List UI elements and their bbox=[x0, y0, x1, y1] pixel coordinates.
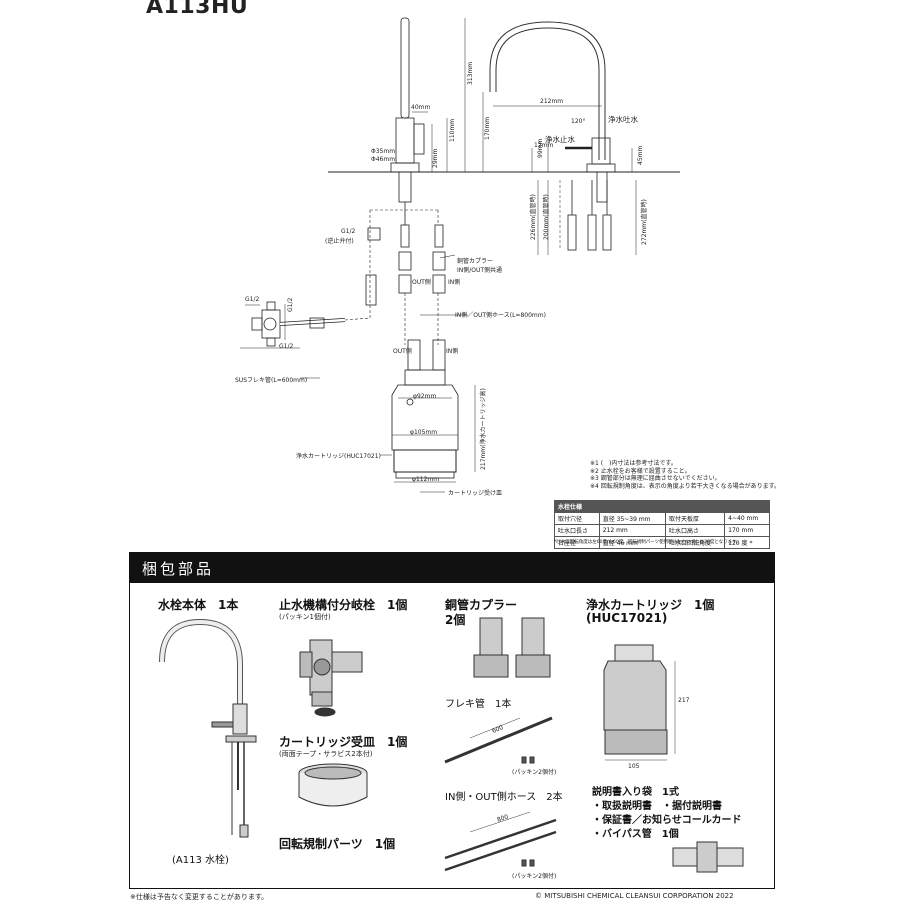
label-phi112: φ112mm bbox=[412, 476, 440, 483]
label-jousui: 浄水吐水 bbox=[608, 115, 638, 124]
part-manual-item-1: ・取扱説明書 ・据付説明書 bbox=[592, 801, 722, 812]
part-valve-sub: (パッキン1個付) bbox=[279, 613, 331, 621]
label-phi105: φ105mm bbox=[410, 429, 438, 436]
dim-35: Φ35mm bbox=[371, 148, 396, 155]
label-phi92: φ92mm bbox=[413, 393, 437, 400]
label-hose: IN側／OUT側ホース(L=800mm) bbox=[455, 312, 546, 319]
spec-cell: 直径 46 mm bbox=[598, 536, 666, 549]
label-g12-d: G1/2 bbox=[279, 343, 294, 350]
spec-cell: 台座径 bbox=[554, 536, 600, 549]
part-tray: カートリッジ受皿 1個 bbox=[279, 735, 408, 749]
spec-row: 台座径 直径 46 mm 吐水口回転角度 120 度 * bbox=[554, 536, 770, 549]
label-coupler: 銅管カプラー bbox=[457, 258, 494, 265]
label-coupler-sub: IN側/OUT側共通 bbox=[457, 267, 503, 274]
part-manual-item-3: ・バイパス管 1個 bbox=[592, 829, 679, 840]
parts-box bbox=[129, 552, 775, 889]
note-2: ※2 止水栓をお客様で設置すること。 bbox=[590, 467, 691, 475]
part-flex-packing: (パッキン2個付) bbox=[512, 769, 557, 776]
label-in2: IN側 bbox=[446, 348, 459, 355]
part-manual: 説明書入り袋 1式 bbox=[592, 787, 679, 798]
spec-header: 水栓仕様 bbox=[554, 500, 770, 513]
footer-copyright: © MITSUBISHI CHEMICAL CLEANSUI CORPORATI… bbox=[535, 892, 734, 900]
part-faucet-caption: (A113 水栓) bbox=[172, 855, 229, 866]
part-manual-item-2: ・保証書／お知らせコールカード bbox=[592, 815, 742, 826]
label-tray: カートリッジ受け皿 bbox=[448, 490, 503, 497]
dim-212: 212mm bbox=[540, 98, 564, 105]
label-g12-a-sub: (逆止弁付) bbox=[325, 238, 354, 245]
spec-cell: 4~40 mm bbox=[724, 512, 770, 525]
part-flex: フレキ管 1本 bbox=[445, 699, 512, 710]
part-hose-packing: (パッキン2個付) bbox=[512, 873, 557, 880]
part-cartridge: 浄水カートリッジ 1個 bbox=[586, 598, 715, 612]
label-out2: OUT側 bbox=[393, 348, 412, 355]
note-1: ※1 ( )内寸法は参考寸法です。 bbox=[590, 460, 677, 467]
page-title: A113HU bbox=[146, 0, 249, 19]
part-cartridge-width: 105 bbox=[628, 763, 640, 770]
dim-12: 12mm bbox=[534, 142, 554, 149]
dim-40: 40mm bbox=[411, 104, 431, 111]
footer-note: ※仕様は予告なく変更することがあります。 bbox=[130, 893, 269, 901]
dim-120: 120° bbox=[571, 118, 586, 125]
part-cartridge-model: (HUC17021) bbox=[586, 611, 668, 625]
note-3: ※3 鋼管部分は無理に屈曲させないでください。 bbox=[590, 475, 721, 482]
spec-cell: 120 度 * bbox=[724, 536, 770, 549]
dim-46: Φ46mm bbox=[371, 156, 396, 163]
label-g12-b: G1/2 bbox=[245, 296, 260, 303]
spec-footnote: *吐水口回転角度は左60度/右60度。回転規制パーツ使用時は左右いずれか30度と… bbox=[554, 540, 741, 545]
label-jousui-stop: 浄水止水 bbox=[545, 135, 575, 144]
label-g12-a: G1/2 bbox=[341, 228, 356, 235]
parts-heading: 梱包部品 bbox=[130, 553, 774, 583]
part-tray-sub: (両面テープ・サラビス2本付) bbox=[279, 750, 373, 758]
label-cartridge: 浄水カートリッジ(HUC17021) bbox=[296, 453, 381, 460]
spec-table: 水栓仕様 取付穴径 直径 35~39 mm 取付天板厚 4~40 mm 吐水口長… bbox=[554, 500, 770, 549]
spec-row: 吐水口長さ 212 mm 吐水口高さ 170 mm bbox=[554, 524, 770, 537]
notes: ※1 ( )内寸法は参考寸法です。 ※2 止水栓をお客様で設置すること。 ※3 … bbox=[590, 460, 780, 490]
part-valve: 止水機構付分岐栓 1個 bbox=[279, 598, 408, 612]
label-sus: SUSフレキ管(L=600mm) bbox=[235, 377, 308, 384]
spec-cell: 吐水口回転角度 bbox=[664, 536, 726, 549]
part-faucet: 水栓本体 1本 bbox=[158, 598, 239, 612]
part-rotation: 回転規制パーツ 1個 bbox=[279, 837, 396, 851]
note-4: ※4 回転規制角度は、表示の角度より若干大きくなる場合があります。 bbox=[590, 482, 781, 490]
label-out: OUT側 bbox=[412, 279, 431, 286]
part-cartridge-height: 217 bbox=[678, 697, 690, 704]
part-hose: IN側・OUT側ホース 2本 bbox=[445, 792, 563, 803]
label-in: IN側 bbox=[448, 279, 461, 286]
part-coupler: 銅管カプラー bbox=[445, 598, 518, 612]
part-coupler-qty: 2個 bbox=[445, 613, 466, 627]
